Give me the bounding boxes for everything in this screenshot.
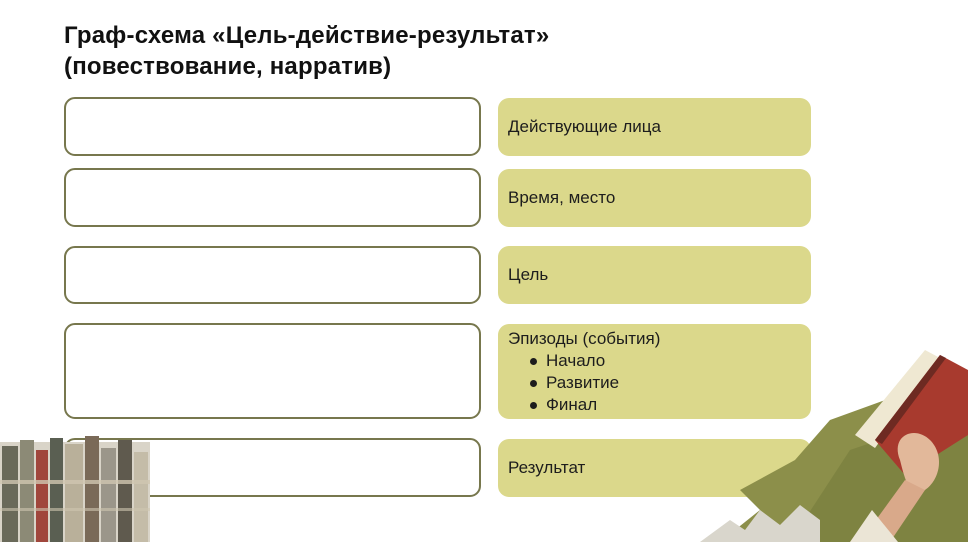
- label-text: Результат: [508, 458, 586, 477]
- label-text: Эпизоды (события): [508, 329, 661, 348]
- label-box-time-place: Время, место: [498, 169, 811, 227]
- slide-title-line-2: (повествование, нарратив): [64, 53, 392, 80]
- label-box-goal: Цель: [498, 246, 811, 304]
- label-box-episodes: Эпизоды (события) Начало Развитие Финал: [498, 324, 811, 419]
- label-box-characters: Действующие лица: [498, 98, 811, 156]
- answer-box-time-place[interactable]: [64, 168, 481, 227]
- list-item: Финал: [530, 394, 619, 416]
- slide-title: Граф-схема «Цель-действие-результат» (по…: [64, 20, 549, 82]
- label-text: Действующие лица: [508, 117, 661, 136]
- answer-box-goal[interactable]: [64, 246, 481, 304]
- hand-holding-book-illustration: [700, 350, 968, 542]
- list-item: Развитие: [530, 372, 619, 394]
- label-text: Цель: [508, 265, 549, 284]
- answer-box-episodes[interactable]: [64, 323, 481, 419]
- stack-of-books-illustration: [0, 436, 150, 542]
- slide-title-line-1: Граф-схема «Цель-действие-результат»: [64, 22, 550, 49]
- episodes-list: Начало Развитие Финал: [508, 350, 619, 416]
- answer-box-characters[interactable]: [64, 97, 481, 156]
- label-text: Время, место: [508, 188, 616, 207]
- list-item: Начало: [530, 350, 619, 372]
